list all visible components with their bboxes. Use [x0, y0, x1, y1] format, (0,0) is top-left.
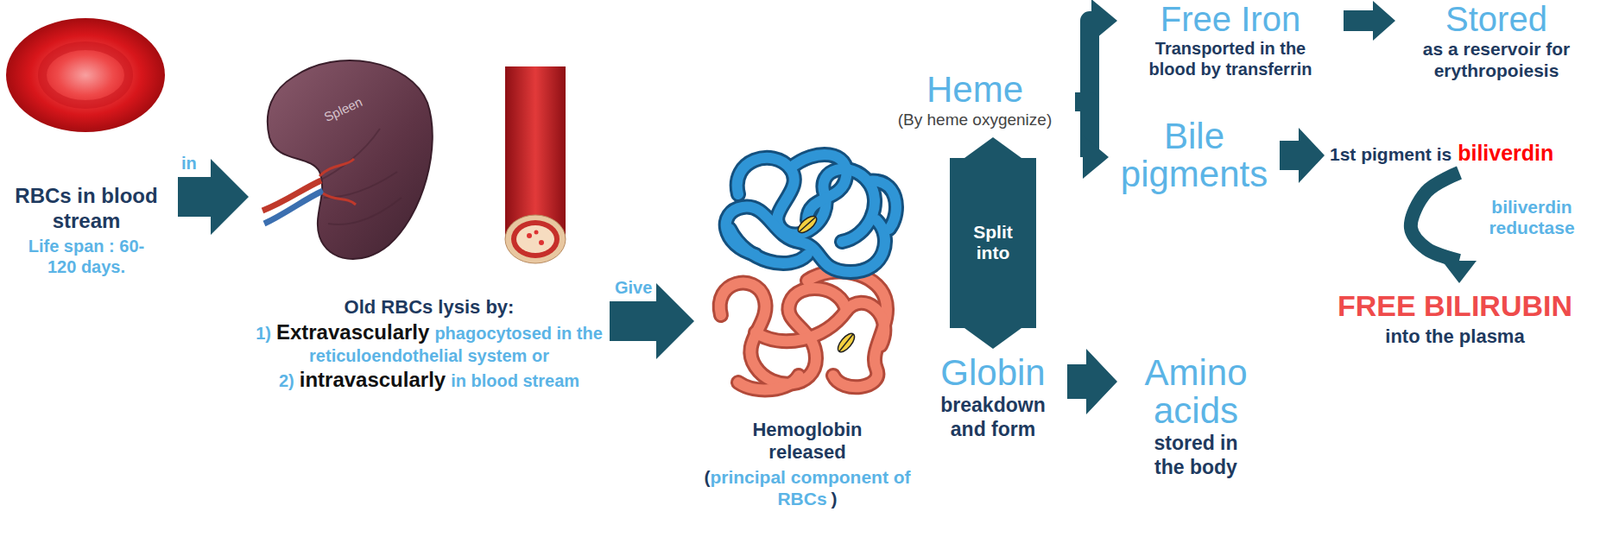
- body-text: in blood stream: [450, 371, 580, 391]
- bilirubin-box: FREE BILIRUBINinto the plasma: [1325, 288, 1585, 350]
- body-text: breakdown and form: [936, 393, 1050, 442]
- flow-arrow: [1067, 348, 1118, 415]
- body-text: ): [831, 488, 838, 509]
- body-text: (By heme oxygenize): [898, 110, 1052, 129]
- heading-text: Amino acids: [1135, 354, 1257, 431]
- text-line: Old RBCs lysis by:: [253, 296, 605, 319]
- heading-text: 1st pigment is: [1329, 144, 1452, 165]
- hemoglobin-box: Hemoglobin released(principal component …: [699, 138, 916, 512]
- heme-box: Heme(By heme oxygenize): [879, 70, 1070, 133]
- body-text: intravascularly: [299, 367, 446, 392]
- heading-text: Globin: [940, 352, 1045, 393]
- text-line: Hemoglobin released: [699, 418, 916, 465]
- heading-text: Bile pigments: [1116, 117, 1272, 194]
- flow-arrow: [949, 137, 1037, 349]
- block-arrow: [1067, 348, 1118, 415]
- text-line: (principal component of RBCs): [699, 466, 916, 510]
- red-blood-cell: [2, 15, 169, 135]
- body-text: Life span : 60-120 days.: [25, 235, 147, 278]
- text-line: stored in the body: [1122, 431, 1270, 480]
- heading-text: RBCs in blood stream: [14, 183, 158, 233]
- arrow-head: [1441, 260, 1477, 284]
- amino-acids-box: Amino acidsstored in the body: [1122, 354, 1270, 481]
- body-text: (: [703, 467, 710, 487]
- biliverdin-box: 1st pigment isbiliverdin: [1329, 139, 1596, 168]
- block-arrow: [1343, 0, 1396, 41]
- text-line: RBCs in blood stream: [0, 183, 173, 234]
- flow-arrow: [1410, 172, 1477, 284]
- heading-text: Heme: [926, 69, 1024, 110]
- free-iron-box: Free IronTransported in the blood by tra…: [1122, 1, 1339, 82]
- body-text: Transported in the blood by transferrin: [1138, 37, 1324, 80]
- text-line: 1)Extravascularlyphagocytosed in the ret…: [253, 320, 605, 367]
- text-line: 2)intravascularlyin blood stream: [253, 367, 605, 393]
- body-text: principal component of RBCs: [709, 467, 911, 509]
- body-text: into the plasma: [1384, 325, 1525, 348]
- lysis-box: Old RBCs lysis by:1)Extravascularlyphago…: [253, 47, 605, 395]
- body-text: 1): [255, 323, 272, 343]
- body-text: as a reservoir for erythropoiesis: [1408, 37, 1586, 82]
- stored-box: Storedas a reservoir for erythropoiesis: [1400, 1, 1593, 83]
- globin-box: Globinbreakdown and form: [923, 354, 1063, 443]
- text-line: (By heme oxygenize): [879, 110, 1070, 131]
- text-line: into the plasma: [1325, 325, 1585, 348]
- cell-box: RBCs in blood streamLife span : 60-120 d…: [0, 17, 173, 279]
- text-line: FREE BILIRUBIN: [1325, 288, 1585, 324]
- arrow-head: [1091, 0, 1118, 43]
- heading-text: Old RBCs lysis by:: [344, 296, 515, 318]
- edge-label: in: [181, 153, 197, 174]
- heading-text: FREE BILIRUBIN: [1337, 289, 1573, 323]
- body-text: 2): [278, 371, 295, 391]
- edge-label: Split into: [958, 221, 1028, 264]
- blood-vessel: [498, 66, 573, 267]
- text-line: breakdown and form: [923, 393, 1063, 442]
- flow-arrow: [1075, 101, 1109, 179]
- body-text: stored in the body: [1144, 431, 1248, 480]
- body-text: biliverdin: [1457, 140, 1554, 165]
- flow-arrow: [1279, 127, 1325, 184]
- flow-arrow: [1075, 0, 1118, 102]
- arrow-shaft: [1410, 172, 1460, 261]
- bile-pigments-box: Bile pigments: [1113, 117, 1275, 196]
- text-line: as a reservoir for erythropoiesis: [1400, 37, 1593, 82]
- edge-label: Give: [614, 278, 652, 298]
- text-line: Stored: [1400, 1, 1593, 37]
- block-arrow: [1279, 127, 1325, 184]
- edge-label: biliverdin reductase: [1471, 196, 1593, 239]
- text-line: Life span : 60-120 days.: [0, 235, 173, 278]
- flow-arrow: [1343, 0, 1396, 41]
- block-arrow: [949, 137, 1037, 349]
- arrow-head: [1082, 135, 1109, 179]
- text-line: Amino acids: [1122, 354, 1270, 431]
- hemoglobin-illustration: [703, 142, 909, 399]
- arrow-shaft: [1075, 20, 1092, 102]
- heading-text: Hemoglobin released: [733, 418, 881, 465]
- text-line: Heme: [879, 70, 1070, 109]
- text-line: Transported in the blood by transferrin: [1122, 37, 1339, 80]
- heading-text: Stored: [1445, 0, 1548, 38]
- body-text: Extravascularly: [276, 320, 430, 344]
- text-line: Bile pigments: [1113, 117, 1275, 194]
- text-line: 1st pigment isbiliverdin: [1329, 139, 1596, 166]
- text-line: Globin: [923, 354, 1063, 393]
- spleen-illustration: [259, 50, 443, 269]
- heading-text: Free Iron: [1160, 0, 1301, 38]
- text-line: Free Iron: [1122, 1, 1339, 37]
